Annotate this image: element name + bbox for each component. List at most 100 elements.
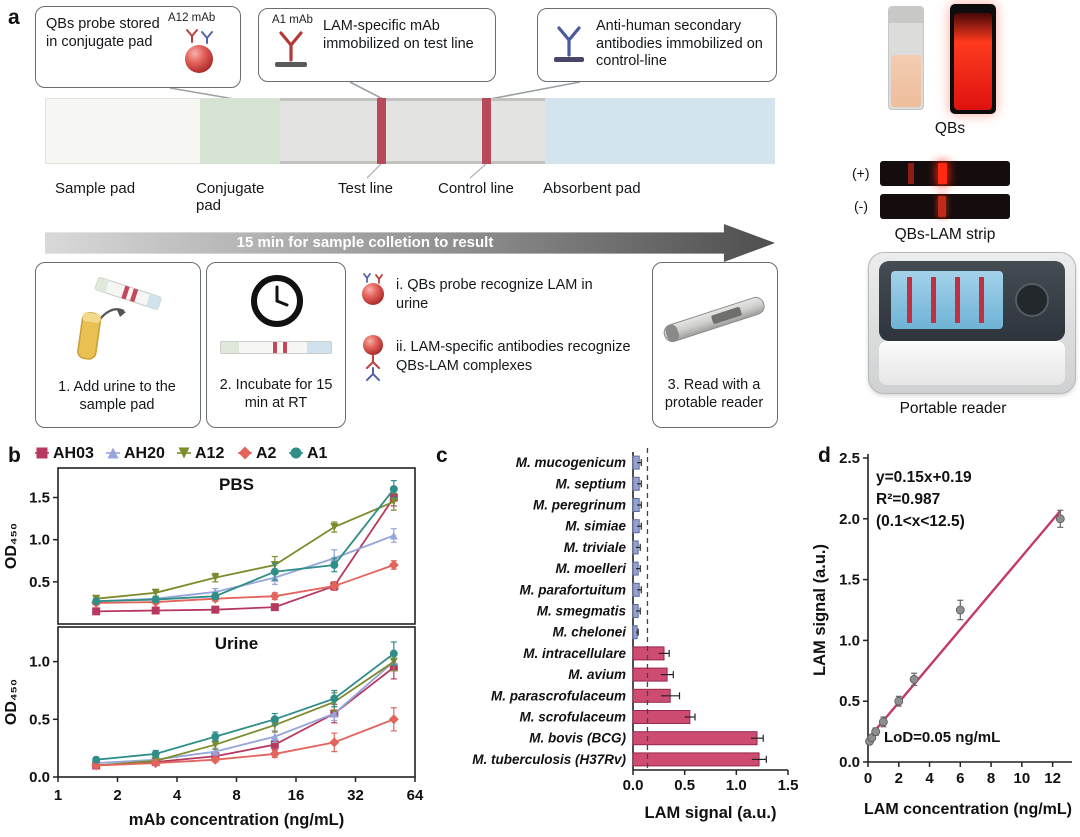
portable-reader-image bbox=[868, 252, 1076, 394]
svg-text:Urine: Urine bbox=[215, 634, 258, 653]
label-test-line: Test line bbox=[338, 180, 394, 197]
svg-text:0.0: 0.0 bbox=[839, 754, 860, 771]
svg-text:OD₄₅₀: OD₄₅₀ bbox=[3, 679, 20, 725]
svg-text:(0.1<x<12.5): (0.1<x<12.5) bbox=[876, 513, 965, 530]
svg-text:6: 6 bbox=[956, 770, 964, 787]
reader-screen bbox=[891, 271, 1003, 329]
sample-pad bbox=[45, 98, 203, 164]
reader-button bbox=[1015, 283, 1049, 317]
svg-text:2.0: 2.0 bbox=[839, 511, 860, 528]
qbs-label: QBs bbox=[934, 120, 966, 137]
svg-text:1: 1 bbox=[54, 787, 62, 804]
svg-text:M. avium: M. avium bbox=[568, 667, 626, 682]
svg-text:2: 2 bbox=[113, 787, 121, 804]
svg-text:M. mucogenicum: M. mucogenicum bbox=[516, 455, 626, 470]
absorbent-pad bbox=[545, 98, 775, 164]
callout-tag-a12: A12 mAb bbox=[168, 12, 216, 24]
svg-text:4: 4 bbox=[925, 770, 934, 787]
svg-text:M. simiae: M. simiae bbox=[565, 519, 626, 534]
panel-label-b: b bbox=[8, 444, 21, 467]
svg-text:1.0: 1.0 bbox=[29, 654, 50, 671]
step3-text: 3. Read with a protable reader bbox=[664, 376, 764, 412]
mechanism-block: i. QBs probe recognize LAM in urine ii. … bbox=[352, 266, 652, 428]
qbs-vial-daylight bbox=[888, 6, 924, 110]
svg-text:M. septium: M. septium bbox=[555, 476, 626, 491]
callout-text: Anti-human secondary antibodies immobili… bbox=[596, 18, 763, 70]
svg-text:M. parascrofulaceum: M. parascrofulaceum bbox=[491, 688, 626, 703]
svg-text:2.5: 2.5 bbox=[839, 450, 860, 467]
qbs-lam-complex-icon bbox=[363, 335, 383, 381]
svg-text:0.0: 0.0 bbox=[29, 769, 50, 786]
callout-control-line-ab: Anti-human secondary antibodies immobili… bbox=[537, 8, 777, 82]
svg-text:M. bovis (BCG): M. bovis (BCG) bbox=[529, 731, 626, 746]
qbs-vial-uv bbox=[950, 4, 996, 114]
add-urine-icon bbox=[77, 276, 162, 360]
panel-label-d: d bbox=[818, 444, 831, 467]
mech-ii-text: ii. LAM-specific antibodies recognize QB… bbox=[396, 339, 631, 374]
svg-text:1.5: 1.5 bbox=[778, 777, 799, 794]
qbs-sphere-icon bbox=[362, 273, 384, 305]
svg-text:AH20: AH20 bbox=[124, 445, 165, 462]
callout-qbs-probe: QBs probe stored in conjugate pad A12 mA… bbox=[35, 6, 241, 88]
svg-text:R²=0.987: R²=0.987 bbox=[876, 491, 940, 508]
svg-text:32: 32 bbox=[347, 787, 364, 804]
label-sample-pad: Sample pad bbox=[55, 180, 136, 197]
svg-text:OD₄₅₀: OD₄₅₀ bbox=[3, 523, 20, 569]
svg-text:LAM signal (a.u.): LAM signal (a.u.) bbox=[811, 544, 829, 676]
lfa-strip-diagram bbox=[45, 98, 775, 164]
svg-text:0.0: 0.0 bbox=[623, 777, 644, 794]
panel-a: a QBs probe stored in conjugate pad A12 … bbox=[8, 4, 1076, 428]
qbs-lam-strip-label: QBs-LAM strip bbox=[894, 226, 996, 243]
svg-text:PBS: PBS bbox=[219, 475, 254, 494]
red-antibody-icon bbox=[275, 31, 307, 67]
svg-text:M. scrofulaceum: M. scrofulaceum bbox=[519, 710, 626, 725]
svg-text:LAM signal (a.u.): LAM signal (a.u.) bbox=[645, 804, 777, 822]
timeline-arrow: 15 min for sample colletion to result bbox=[45, 224, 775, 262]
step1-box: 1. Add urine to the sample pad bbox=[35, 262, 201, 428]
svg-text:mAb concentration (ng/mL): mAb concentration (ng/mL) bbox=[129, 811, 344, 829]
step2-text: 2. Incubate for 15 min at RT bbox=[219, 376, 333, 412]
reader-dark-panel bbox=[879, 261, 1065, 341]
svg-text:M. smegmatis: M. smegmatis bbox=[537, 604, 627, 619]
svg-text:16: 16 bbox=[288, 787, 305, 804]
plus-label: (+) bbox=[852, 165, 870, 181]
svg-text:0.5: 0.5 bbox=[839, 693, 860, 710]
step3-box: 3. Read with a protable reader bbox=[652, 262, 778, 428]
svg-text:1.0: 1.0 bbox=[726, 777, 747, 794]
svg-text:64: 64 bbox=[407, 787, 424, 804]
svg-text:1.0: 1.0 bbox=[839, 632, 860, 649]
callout-tag-a1: A1 mAb bbox=[272, 14, 313, 26]
svg-text:0.5: 0.5 bbox=[674, 777, 695, 794]
svg-text:AH03: AH03 bbox=[53, 445, 94, 462]
svg-text:M. triviale: M. triviale bbox=[564, 540, 627, 555]
svg-text:1.5: 1.5 bbox=[29, 490, 50, 507]
svg-text:LoD=0.05 ng/mL: LoD=0.05 ng/mL bbox=[884, 729, 1000, 746]
panel-label-c: c bbox=[436, 444, 448, 467]
membrane bbox=[280, 98, 547, 164]
clock-icon bbox=[251, 275, 303, 327]
svg-text:10: 10 bbox=[1014, 770, 1031, 787]
svg-text:8: 8 bbox=[232, 787, 240, 804]
label-conjugate-pad: Conjugate pad bbox=[196, 180, 265, 215]
reader-pen-icon bbox=[663, 296, 765, 343]
minus-label: (-) bbox=[854, 198, 868, 214]
svg-text:M. intracellulare: M. intracellulare bbox=[523, 646, 626, 661]
control-line bbox=[482, 98, 491, 164]
svg-text:M. tuberculosis (H37Rv): M. tuberculosis (H37Rv) bbox=[472, 752, 626, 767]
svg-text:M. peregrinum: M. peregrinum bbox=[533, 498, 626, 513]
svg-text:M. moelleri: M. moelleri bbox=[555, 561, 626, 576]
conjugate-pad bbox=[200, 98, 282, 164]
test-line bbox=[377, 98, 386, 164]
svg-text:1.0: 1.0 bbox=[29, 532, 50, 549]
svg-text:LAM concentration (ng/mL): LAM concentration (ng/mL) bbox=[864, 801, 1072, 818]
label-control-line: Control line bbox=[438, 180, 514, 197]
qbs-probe-icon bbox=[185, 29, 213, 73]
svg-text:M. parafortuitum: M. parafortuitum bbox=[520, 582, 627, 597]
portable-reader-label: Portable reader bbox=[899, 400, 1007, 417]
svg-text:M. chelonei: M. chelonei bbox=[552, 625, 626, 640]
svg-text:12: 12 bbox=[1044, 770, 1061, 787]
svg-text:A12: A12 bbox=[195, 445, 224, 462]
